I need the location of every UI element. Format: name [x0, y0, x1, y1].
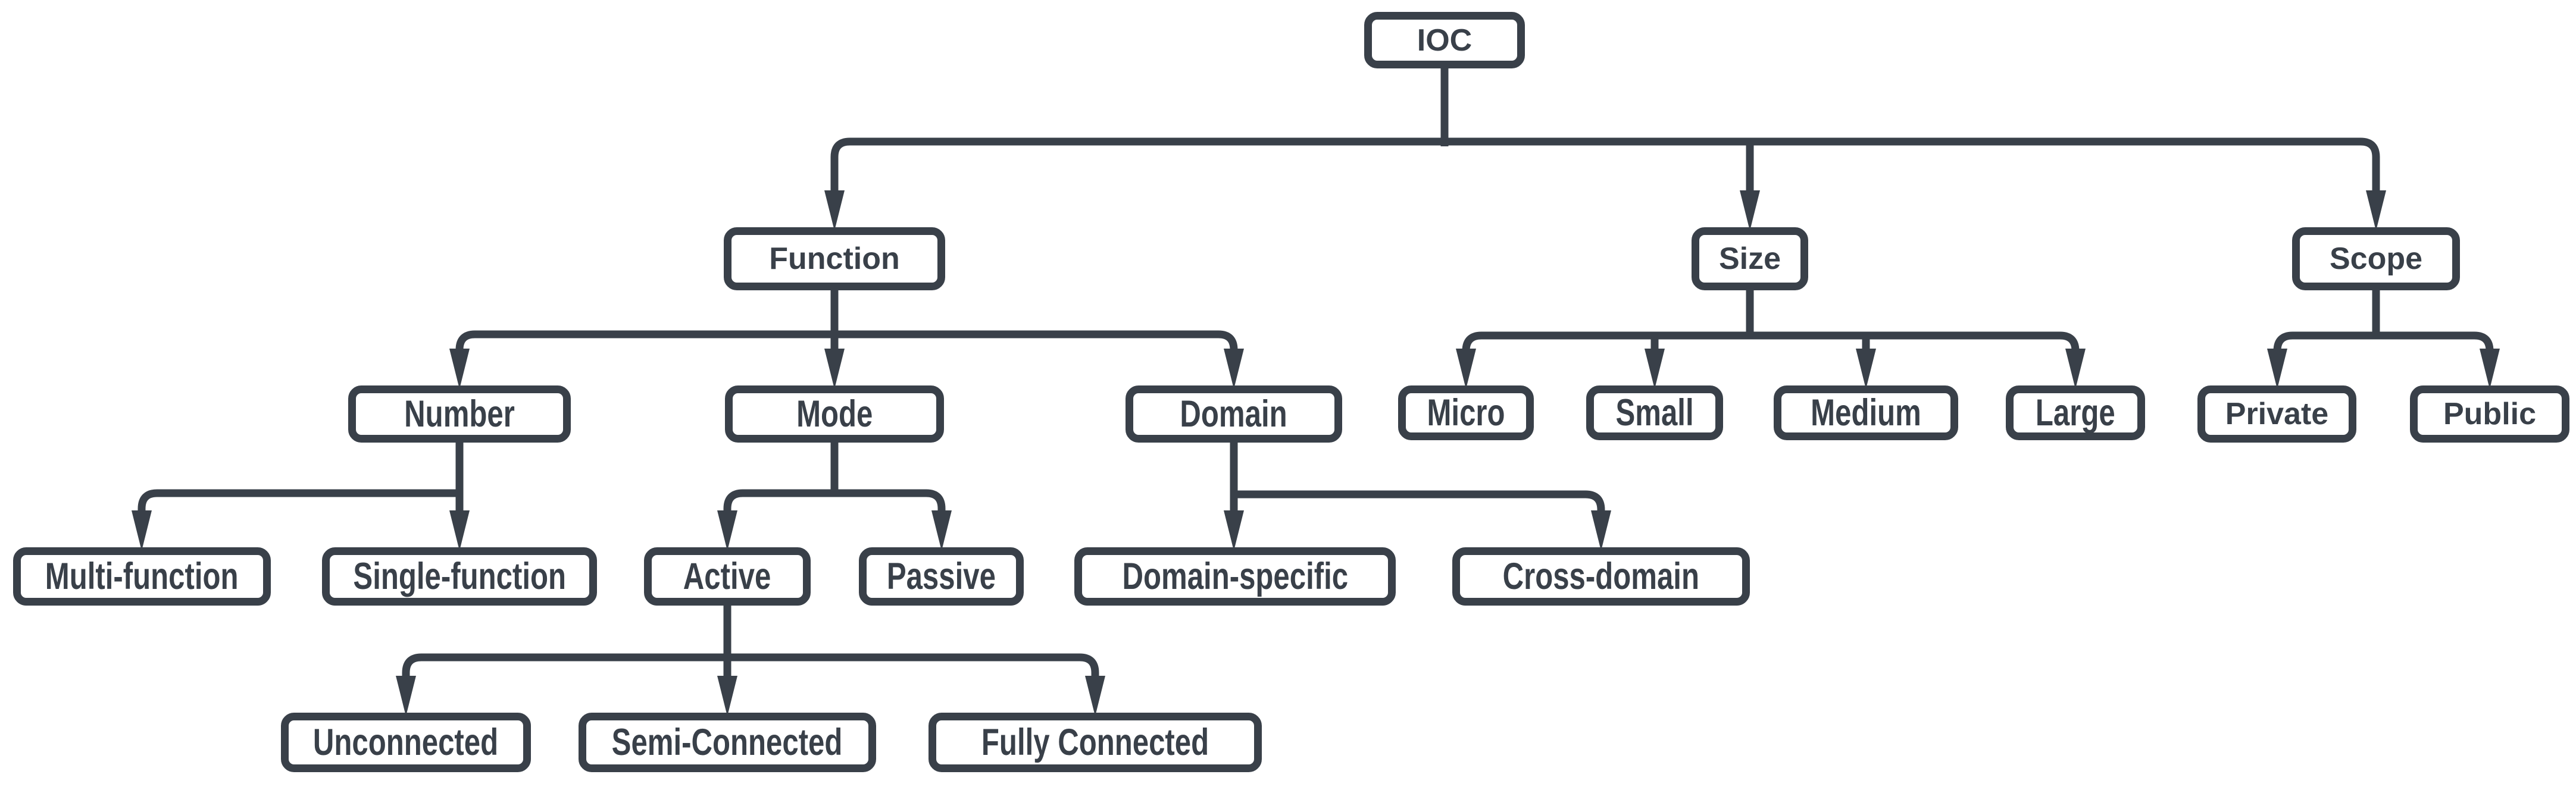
node-function: Function: [724, 227, 945, 290]
arrowhead-passive: [931, 510, 952, 551]
node-size: Size: [1692, 227, 1808, 290]
arrowhead-medium: [1856, 349, 1876, 389]
node-micro: Micro: [1398, 385, 1534, 440]
arrowhead-function: [824, 190, 845, 231]
node-scope: Scope: [2292, 227, 2460, 290]
node-domain-specific-label: Domain-specific: [1122, 555, 1348, 597]
arrowhead-fully-connected: [1085, 676, 1105, 716]
node-multi-function-label: Multi-function: [45, 555, 239, 597]
node-semi-connected: Semi-Connected: [579, 713, 876, 772]
arrowhead-scope: [2366, 190, 2386, 231]
node-cross-domain-label: Cross-domain: [1502, 555, 1700, 597]
arrowhead-domain-specific: [1224, 510, 1244, 551]
arrowhead-large: [2065, 349, 2086, 389]
node-fully-connected: Fully Connected: [929, 713, 1262, 772]
arrowhead-small: [1645, 349, 1665, 389]
edge-active-bar: [402, 653, 1099, 679]
arrowhead-micro: [1456, 349, 1476, 389]
arrowhead-private: [2267, 349, 2287, 389]
node-micro-label: Micro: [1427, 391, 1505, 434]
arrowhead-multi-function: [132, 510, 152, 551]
arrowhead-public: [2480, 349, 2500, 389]
node-private-label: Private: [2225, 397, 2329, 431]
arrowhead-number: [449, 349, 470, 389]
node-large: Large: [2006, 385, 2145, 440]
node-scope-label: Scope: [2329, 242, 2423, 276]
arrowhead-single-function: [449, 510, 470, 551]
node-domain-specific: Domain-specific: [1074, 547, 1396, 606]
node-active: Active: [644, 547, 811, 606]
arrowhead-active: [717, 510, 737, 551]
node-medium-label: Medium: [1811, 391, 1921, 434]
node-size-label: Size: [1718, 242, 1781, 276]
arrowhead-mode: [824, 349, 845, 389]
node-active-label: Active: [683, 555, 771, 597]
node-fully-connected-label: Fully Connected: [981, 721, 1209, 763]
node-semi-connected-label: Semi-Connected: [612, 721, 843, 763]
edge-size-bar: [1462, 331, 2080, 352]
arrowhead-domain: [1224, 349, 1244, 389]
node-number-label: Number: [404, 393, 515, 435]
arrowhead-unconnected: [396, 676, 416, 716]
node-mode: Mode: [725, 385, 944, 443]
node-public-label: Public: [2443, 397, 2537, 431]
node-ioc: IOC: [1364, 12, 1525, 68]
edge-number-bar: [137, 489, 459, 514]
node-passive: Passive: [859, 547, 1024, 606]
node-unconnected: Unconnected: [281, 713, 531, 772]
node-unconnected-label: Unconnected: [313, 721, 499, 763]
edge-ioc-bar: [830, 137, 2380, 192]
edge-scope-bar: [2273, 331, 2494, 352]
node-domain: Domain: [1126, 385, 1342, 443]
node-function-label: Function: [769, 242, 900, 276]
edge-function-bar: [455, 330, 1238, 352]
node-multi-function: Multi-function: [13, 547, 271, 606]
node-domain-label: Domain: [1180, 393, 1288, 435]
node-passive-label: Passive: [886, 555, 996, 597]
edge-mode-bar: [723, 489, 946, 514]
node-large-label: Large: [2036, 391, 2115, 434]
node-public: Public: [2410, 385, 2569, 443]
node-single-function: Single-function: [322, 547, 597, 606]
node-mode-label: Mode: [796, 393, 873, 435]
node-private: Private: [2197, 385, 2356, 443]
arrowhead-size: [1740, 190, 1760, 231]
node-medium: Medium: [1774, 385, 1958, 440]
node-ioc-label: IOC: [1417, 23, 1473, 58]
edge-domain-bar: [1234, 490, 1605, 514]
node-cross-domain: Cross-domain: [1452, 547, 1750, 606]
arrowhead-cross-domain: [1591, 510, 1611, 551]
node-small: Small: [1586, 385, 1723, 440]
node-small-label: Small: [1615, 391, 1694, 434]
node-number: Number: [348, 385, 571, 443]
node-single-function-label: Single-function: [353, 555, 566, 597]
arrowhead-semi-connected: [717, 676, 737, 716]
